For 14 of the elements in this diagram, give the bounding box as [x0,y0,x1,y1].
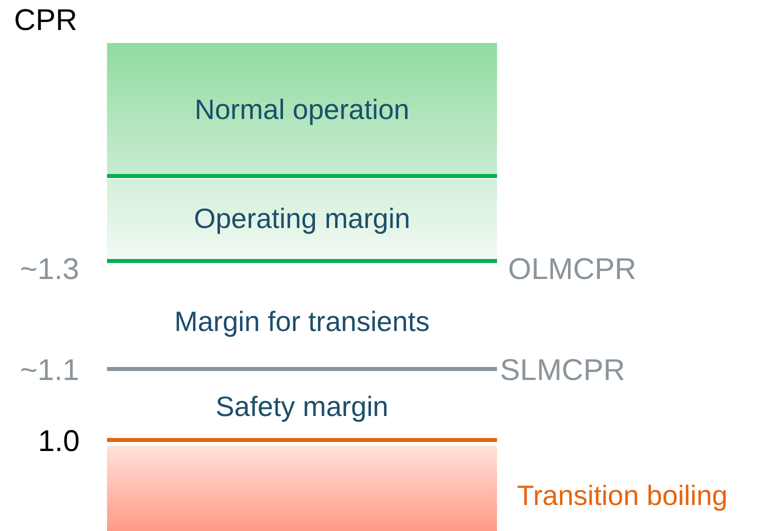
zone-band [107,179,497,259]
axis-title: CPR [14,6,78,36]
limit-label: SLMCPR [500,356,626,386]
zone-label: Operating margin [194,203,410,235]
limit-label: OLMCPR [508,255,636,285]
tick-label: ~1.1 [20,356,80,386]
zone-band [107,43,497,176]
zone-band [107,446,497,531]
zone-label: Margin for transients [174,308,430,336]
zone-label: Normal operation [194,94,410,126]
tick-label: ~1.3 [20,255,80,285]
zone-label: Transition boiling [517,482,728,510]
zone-label: Safety margin [216,393,388,421]
tick-label: 1.0 [38,427,80,457]
